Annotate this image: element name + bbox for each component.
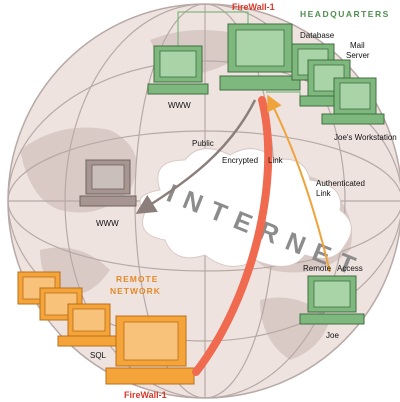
remote-label: Remote <box>303 264 332 273</box>
authenticated-link-line <box>267 94 331 273</box>
joe-label: Joe <box>326 331 339 340</box>
hq-firewall-computer <box>219 23 301 91</box>
firewall-top-label: FireWall-1 <box>232 2 275 12</box>
public-link-line <box>135 99 257 214</box>
public-label: Public <box>192 139 214 148</box>
public-www-computer <box>79 159 137 207</box>
access-label: Access <box>337 264 363 273</box>
remote-network-label-1: REMOTE <box>116 274 158 284</box>
encrypted-link-line <box>192 96 273 376</box>
mail-server-label-1: Mail <box>350 41 365 50</box>
remote-network-label-2: NETWORK <box>110 286 161 296</box>
database-label: Database <box>300 31 335 40</box>
firewall-bottom-label: FireWall-1 <box>124 390 167 400</box>
encrypted-link-label-1: Encrypted <box>222 156 258 165</box>
headquarters-label: HEADQUARTERS <box>300 9 390 19</box>
hq-www-computer <box>147 45 209 95</box>
remote-network-computers <box>17 271 195 385</box>
encrypted-link-label-2: Link <box>268 156 284 165</box>
authenticated-link-label-2: Link <box>316 189 332 198</box>
sql-label: SQL <box>90 351 107 360</box>
mail-server-label-2: Server <box>346 51 370 60</box>
internet-cloud <box>139 148 352 267</box>
public-www-label: WWW <box>96 219 119 228</box>
hq-www-label: WWW <box>168 101 191 110</box>
authenticated-link-label-1: Authenticated <box>316 179 365 188</box>
joe-computer <box>299 275 365 325</box>
hq-server-stack <box>291 43 385 125</box>
joes-workstation-label: Joe's Workstation <box>334 133 397 142</box>
